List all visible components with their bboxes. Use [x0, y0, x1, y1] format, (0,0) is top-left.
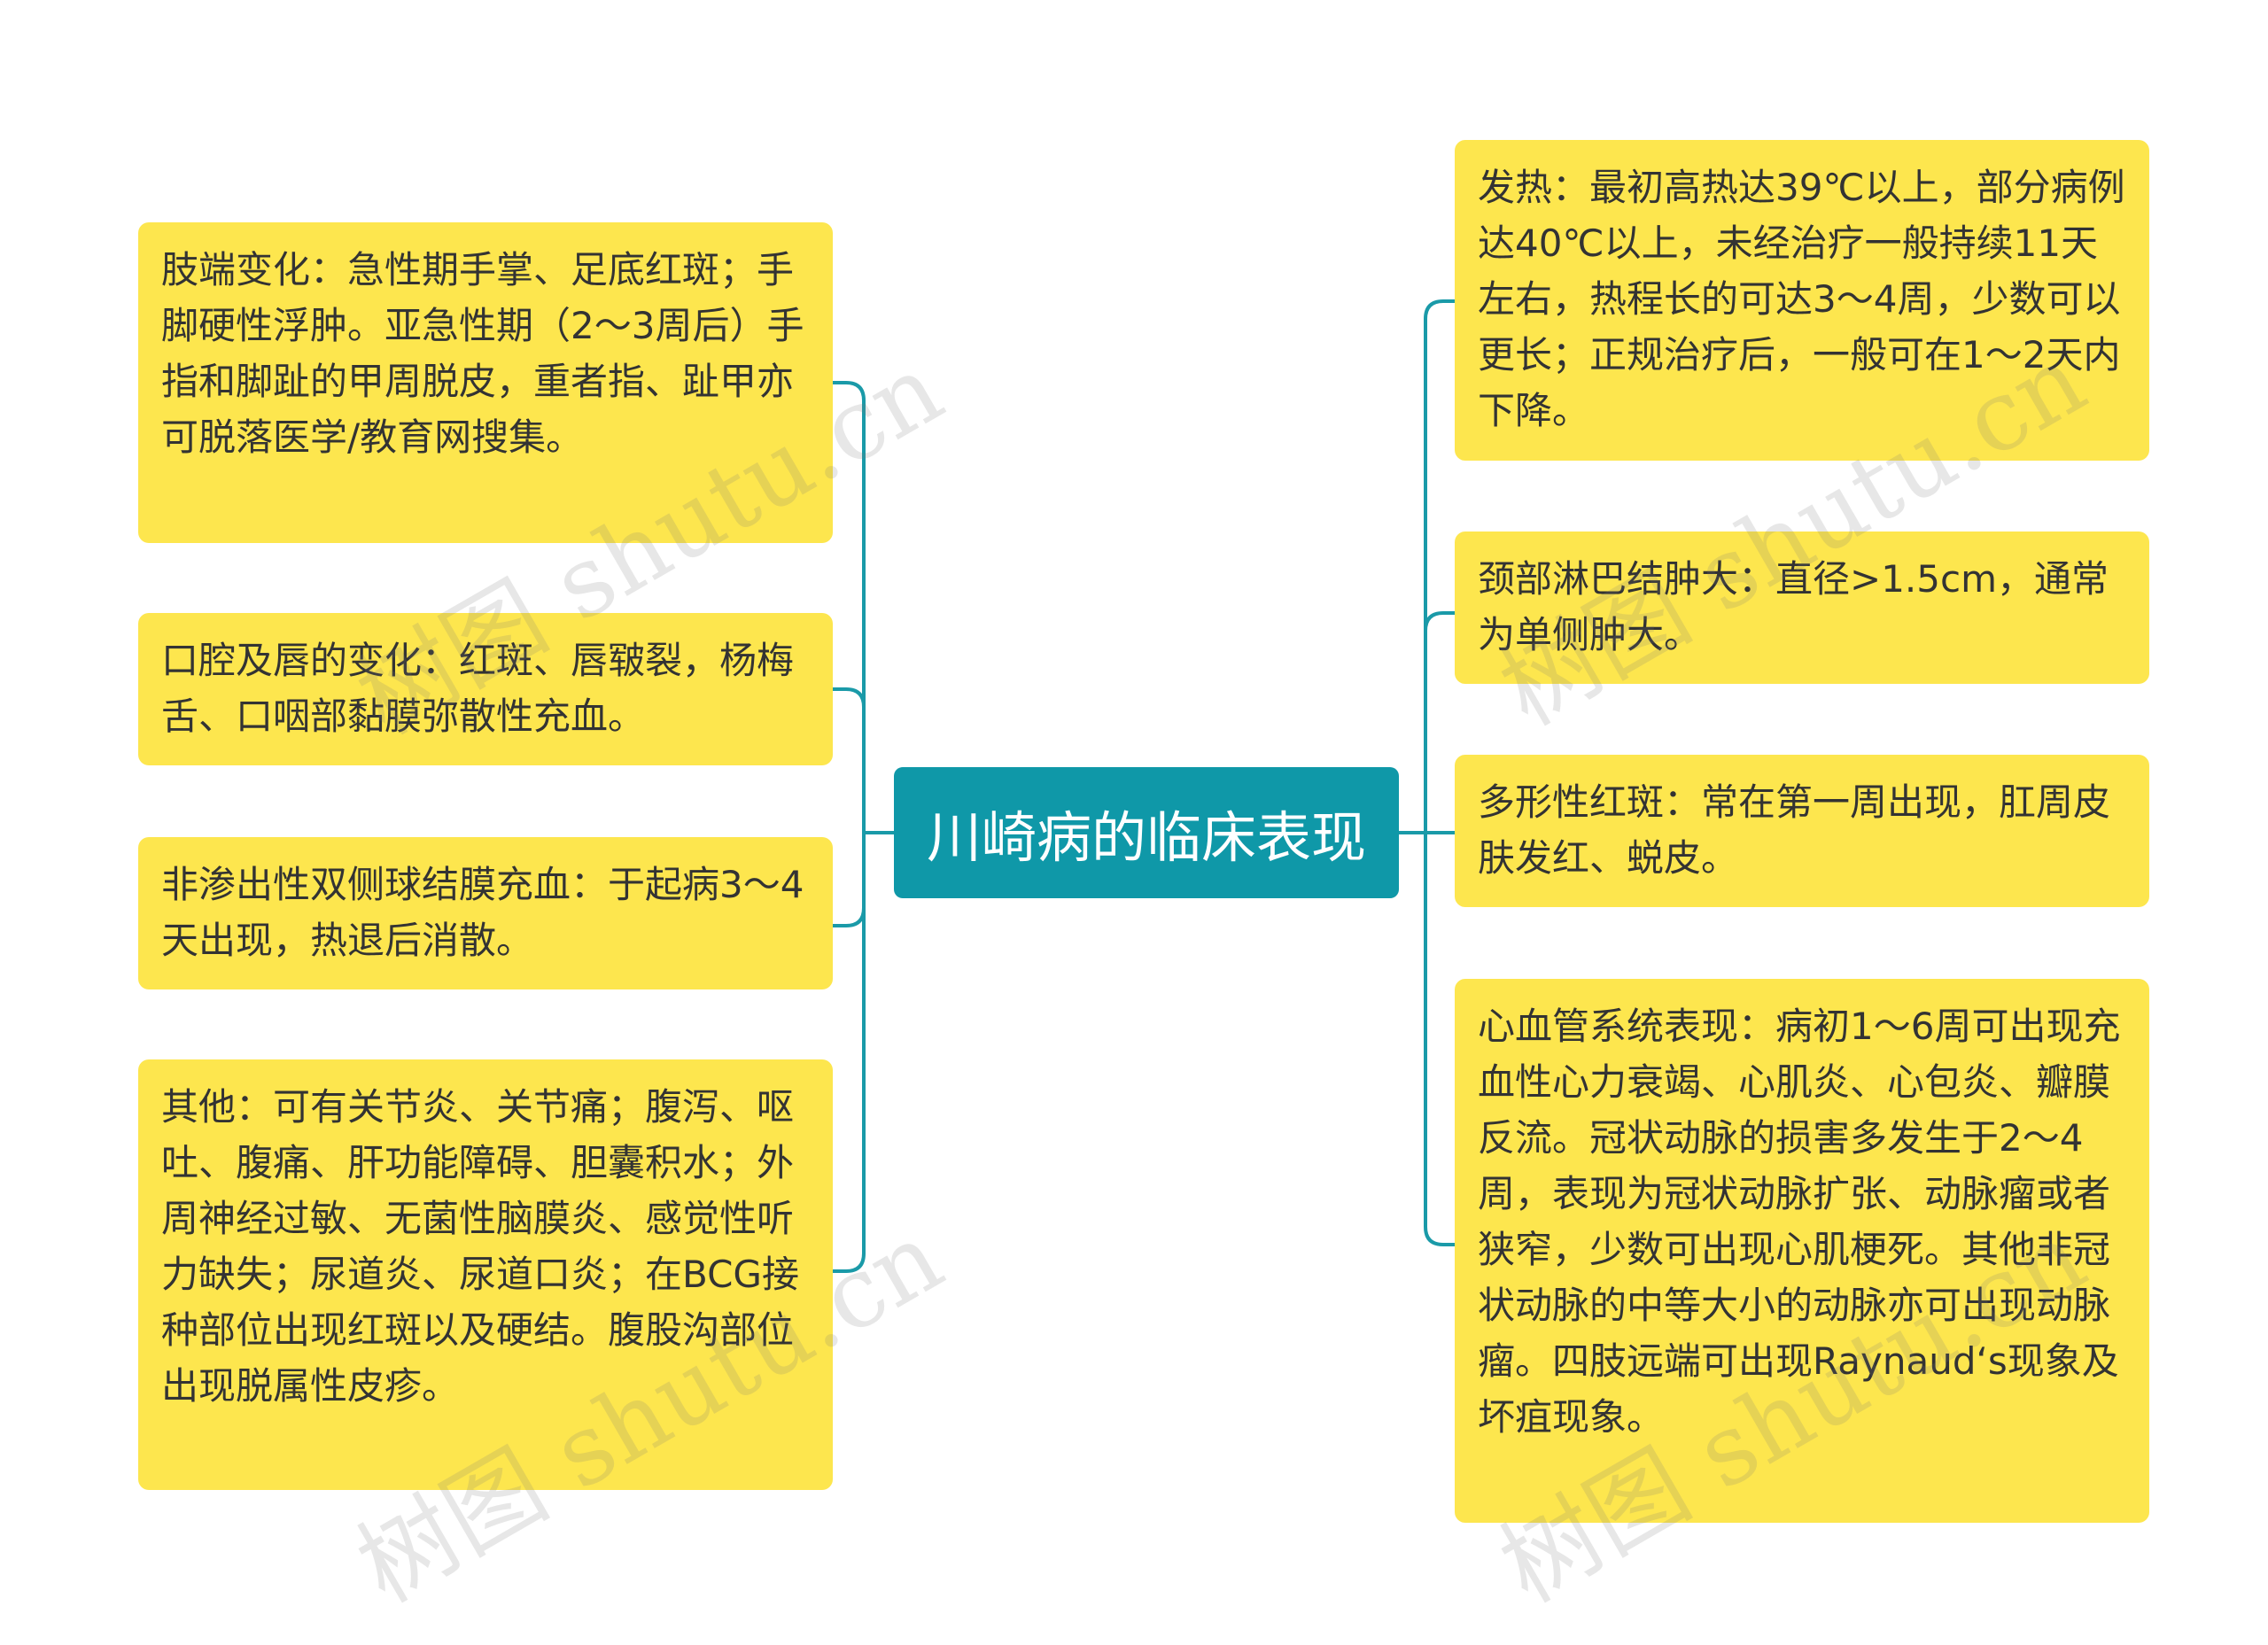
connector-left-1	[833, 381, 866, 833]
connector-right-1	[1424, 299, 1455, 833]
node-polymorphous-erythema-text: 多形性红斑：常在第一周出现，肛周皮肤发红、蜕皮。	[1478, 780, 2111, 880]
node-other-symptoms[interactable]: 其他：可有关节炎、关节痛；腹泻、呕吐、腹痛、肝功能障碍、胆囊积水；外周神经过敏、…	[138, 1059, 833, 1490]
connector-left-4	[833, 833, 866, 1273]
node-oral-lip-changes[interactable]: 口腔及唇的变化：红斑、唇皲裂，杨梅舌、口咽部黏膜弥散性充血。	[138, 613, 833, 765]
node-extremity-changes[interactable]: 肢端变化：急性期手掌、足底红斑；手脚硬性浮肿。亚急性期（2～3周后）手指和脚趾的…	[138, 222, 833, 543]
node-other-symptoms-text: 其他：可有关节炎、关节痛；腹泻、呕吐、腹痛、肝功能障碍、胆囊积水；外周神经过敏、…	[161, 1085, 799, 1408]
node-fever-text: 发热：最初高热达39℃以上，部分病例达40℃以上，未经治疗一般持续11天左右，热…	[1478, 166, 2125, 432]
node-lymph-node-swelling-text: 颈部淋巴结肿大：直径>1.5cm，通常为单侧肿大。	[1478, 557, 2109, 656]
node-lymph-node-swelling[interactable]: 颈部淋巴结肿大：直径>1.5cm，通常为单侧肿大。	[1455, 532, 2149, 684]
node-cardiovascular[interactable]: 心血管系统表现：病初1～6周可出现充血性心力衰竭、心肌炎、心包炎、瓣膜反流。冠状…	[1455, 979, 2149, 1523]
connector-left-2	[833, 687, 866, 833]
central-topic[interactable]: 川崎病的临床表现	[894, 767, 1399, 898]
central-topic-label: 川崎病的临床表现	[926, 805, 1366, 870]
connector-right-2	[1424, 611, 1455, 833]
node-conjunctival-congestion[interactable]: 非渗出性双侧球结膜充血：于起病3～4天出现，热退后消散。	[138, 837, 833, 989]
node-polymorphous-erythema[interactable]: 多形性红斑：常在第一周出现，肛周皮肤发红、蜕皮。	[1455, 755, 2149, 907]
connector-left-3	[833, 833, 866, 927]
node-cardiovascular-text: 心血管系统表现：病初1～6周可出现充血性心力衰竭、心肌炎、心包炎、瓣膜反流。冠状…	[1478, 1005, 2121, 1439]
node-oral-lip-changes-text: 口腔及唇的变化：红斑、唇皲裂，杨梅舌、口咽部黏膜弥散性充血。	[161, 639, 795, 738]
node-conjunctival-congestion-text: 非渗出性双侧球结膜充血：于起病3～4天出现，热退后消散。	[161, 863, 804, 962]
node-extremity-changes-text: 肢端变化：急性期手掌、足底红斑；手脚硬性浮肿。亚急性期（2～3周后）手指和脚趾的…	[161, 248, 804, 459]
node-fever[interactable]: 发热：最初高热达39℃以上，部分病例达40℃以上，未经治疗一般持续11天左右，热…	[1455, 140, 2149, 461]
connector-right-4	[1424, 833, 1455, 1246]
